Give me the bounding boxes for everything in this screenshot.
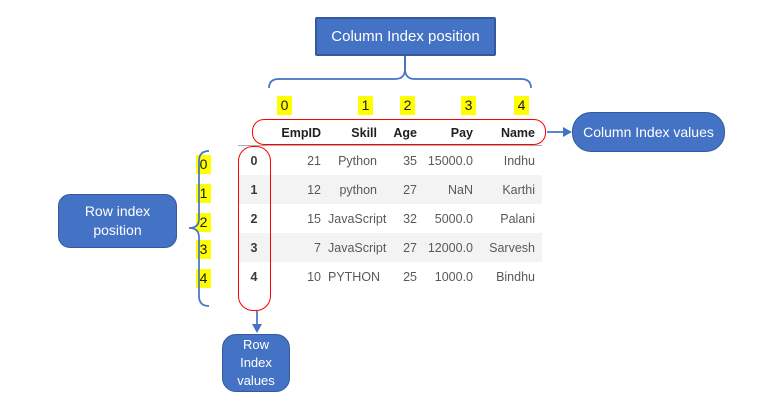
table-cell: Indhu bbox=[503, 153, 535, 168]
table-header-skill: Skill bbox=[351, 125, 377, 140]
row-index-position-callout: Row index position bbox=[58, 194, 177, 248]
table-cell: 25 bbox=[403, 269, 417, 284]
table-header-age: Age bbox=[393, 125, 417, 140]
row-index-value: 4 bbox=[250, 269, 258, 284]
table-row: 1 12 python 27 NaN Karthi bbox=[238, 175, 542, 204]
column-index-position-label: Column Index position bbox=[331, 28, 480, 45]
row-index-position-label: Row index position bbox=[84, 203, 151, 238]
table-cell: 10 bbox=[307, 269, 321, 284]
column-brace bbox=[268, 68, 532, 89]
table-cell: 12 bbox=[307, 182, 321, 197]
table-header-pay: Pay bbox=[450, 125, 473, 140]
column-header-outline bbox=[252, 119, 546, 145]
table-cell: 5000.0 bbox=[434, 211, 473, 226]
table-cell: 27 bbox=[403, 240, 417, 255]
table-row: 3 7 JavaScript 27 12000.0 Sarvesh bbox=[238, 233, 542, 262]
table-cell: 1000.0 bbox=[434, 269, 473, 284]
row-index-value: 3 bbox=[250, 240, 258, 255]
row-index-values-callout: Row Index values bbox=[222, 334, 290, 392]
column-index-position-3: 3 bbox=[461, 96, 476, 115]
table-cell: JavaScript bbox=[328, 211, 387, 226]
row-index-value: 2 bbox=[250, 211, 258, 226]
table-row: 0 21 Python 35 15000.0 Indhu bbox=[238, 146, 542, 175]
column-values-arrow-icon bbox=[547, 127, 572, 137]
column-index-position-4: 4 bbox=[514, 96, 529, 115]
row-index-value: 0 bbox=[250, 153, 258, 168]
table-cell: NaN bbox=[447, 182, 473, 197]
table-row: 2 15 JavaScript 32 5000.0 Palani bbox=[238, 204, 542, 233]
column-callout-connector-line bbox=[404, 56, 406, 69]
table-cell: 15000.0 bbox=[427, 153, 473, 168]
table-cell: Palani bbox=[500, 211, 535, 226]
column-index-position-2: 2 bbox=[400, 96, 415, 115]
table-header-row: EmpID Skill Age Pay Name bbox=[238, 120, 542, 146]
table-cell: 21 bbox=[307, 153, 321, 168]
table-cell: 35 bbox=[403, 153, 417, 168]
row-index-values-label: Row Index values bbox=[237, 337, 275, 388]
row-brace bbox=[188, 150, 210, 307]
table-header-empid: EmpID bbox=[281, 125, 321, 140]
row-index-value: 1 bbox=[250, 182, 258, 197]
table-cell: python bbox=[339, 182, 377, 197]
dataframe-table: EmpID Skill Age Pay Name 0 21 Python 35 … bbox=[238, 120, 542, 291]
column-index-position-callout: Column Index position bbox=[315, 17, 496, 56]
table-cell: JavaScript bbox=[328, 240, 387, 255]
column-index-values-label: Column Index values bbox=[583, 124, 714, 140]
column-index-position-0: 0 bbox=[277, 96, 292, 115]
row-values-arrow-icon bbox=[252, 311, 262, 333]
table-cell: 15 bbox=[307, 211, 321, 226]
row-index-column-outline bbox=[238, 146, 271, 311]
table-cell: 32 bbox=[403, 211, 417, 226]
column-index-values-callout: Column Index values bbox=[572, 112, 725, 152]
table-cell: Python bbox=[338, 153, 377, 168]
table-cell: Bindhu bbox=[496, 269, 535, 284]
table-cell: 27 bbox=[403, 182, 417, 197]
table-cell: 7 bbox=[314, 240, 321, 255]
column-index-position-1: 1 bbox=[358, 96, 373, 115]
table-cell: Karthi bbox=[502, 182, 535, 197]
table-cell: PYTHON bbox=[328, 269, 381, 284]
table-header-name: Name bbox=[500, 125, 535, 140]
table-row: 4 10 PYTHON 25 1000.0 Bindhu bbox=[238, 262, 542, 291]
table-cell: 12000.0 bbox=[427, 240, 473, 255]
table-cell: Sarvesh bbox=[489, 240, 535, 255]
